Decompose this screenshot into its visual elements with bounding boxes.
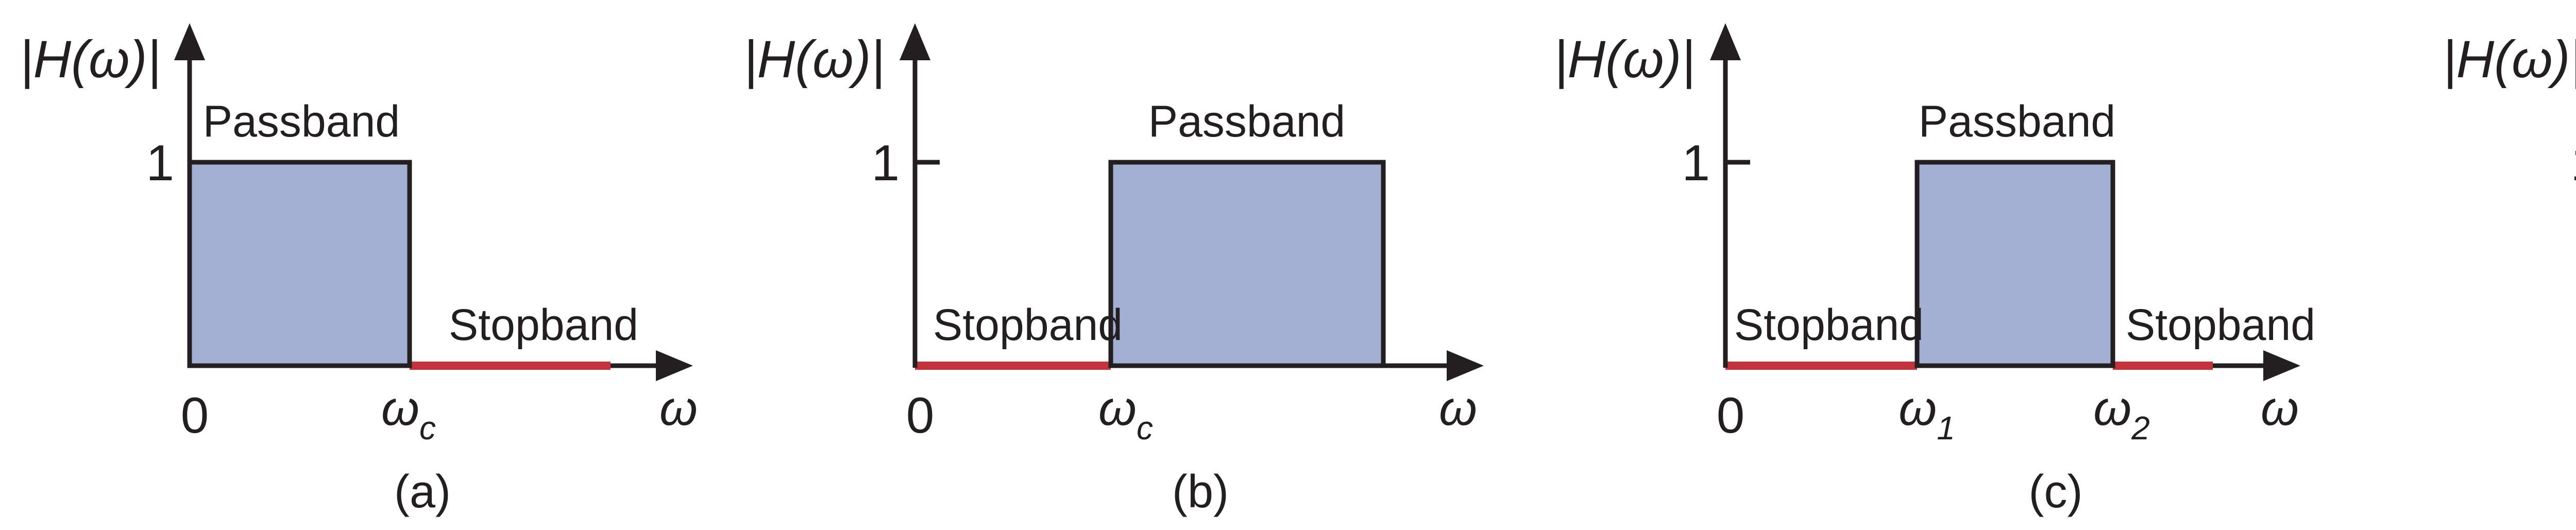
omega-axis-label: ω — [2261, 381, 2299, 436]
cutoff-subscript: c — [419, 409, 436, 447]
panel-caption: (c) — [2029, 466, 2083, 518]
x-axis-arrow-icon — [656, 350, 693, 381]
omega-axis-label: ω — [659, 381, 698, 436]
cutoff-label: ω1 — [1899, 381, 1955, 447]
y-axis-arrow-icon — [900, 23, 930, 60]
panel-a-lowpass: |H(ω)| Passband Stopband 1 0 ωc ω (a) — [20, 23, 698, 518]
cutoff-omega: ω — [2093, 381, 2131, 436]
panel-c-bandpass: |H(ω)| Passband Stopband Stopband 1 0 ω1… — [1554, 23, 2315, 518]
unity-tick-label: 1 — [146, 134, 174, 191]
origin-label: 0 — [1717, 387, 1745, 443]
cutoff-omega: ω — [1899, 381, 1937, 436]
cutoff-label: ωc — [381, 381, 436, 447]
cutoff-subscript: 2 — [2131, 409, 2150, 447]
stopband-label: Stopband — [449, 300, 638, 350]
cutoff-omega: ω — [381, 381, 419, 436]
cutoff-omega: ω — [1098, 381, 1137, 436]
cutoff-subscript: c — [1137, 409, 1153, 447]
y-axis-label: |H(ω)| — [2443, 30, 2576, 89]
unity-tick-label: 1 — [1682, 134, 1710, 191]
y-axis-label: |H(ω)| — [1554, 30, 1695, 89]
y-axis-label: |H(ω)| — [743, 30, 885, 89]
x-axis-arrow-icon — [1447, 350, 1484, 381]
passband-rect — [1914, 160, 2115, 368]
unity-tick-label: 1 — [2570, 134, 2576, 191]
panel-b-highpass: |H(ω)| Passband Stopband 1 0 ωc ω (b) — [743, 23, 1484, 518]
passband-label: Passband — [1919, 97, 2116, 146]
panel-caption: (a) — [394, 466, 451, 518]
cutoff-label: ω2 — [2093, 381, 2150, 447]
origin-label: 0 — [906, 387, 935, 443]
unity-tick-label: 1 — [871, 134, 900, 191]
x-axis-arrow-icon — [2263, 350, 2300, 381]
cutoff-label: ωc — [1098, 381, 1153, 447]
y-axis-arrow-icon — [1710, 23, 1741, 60]
passband-label: Passband — [203, 97, 400, 146]
y-axis-label: |H(ω)| — [20, 30, 161, 89]
panel-caption: (b) — [1172, 466, 1229, 518]
omega-axis-label: ω — [1439, 381, 1477, 436]
passband-rect — [1108, 160, 1386, 368]
y-axis-arrow-icon — [174, 23, 205, 60]
origin-label: 0 — [181, 387, 209, 443]
passband-label: Passband — [1148, 97, 1346, 146]
passband-rect — [187, 160, 412, 368]
stopband-label: Stopband — [933, 300, 1123, 350]
stopband-label-left: Stopband — [1734, 300, 1924, 350]
panel-d-bandstop: |H(ω)| Passband Passband Stopband 1 0 ω1… — [2443, 30, 2576, 191]
stopband-label-right: Stopband — [2126, 300, 2315, 350]
cutoff-subscript: 1 — [1937, 409, 1955, 447]
